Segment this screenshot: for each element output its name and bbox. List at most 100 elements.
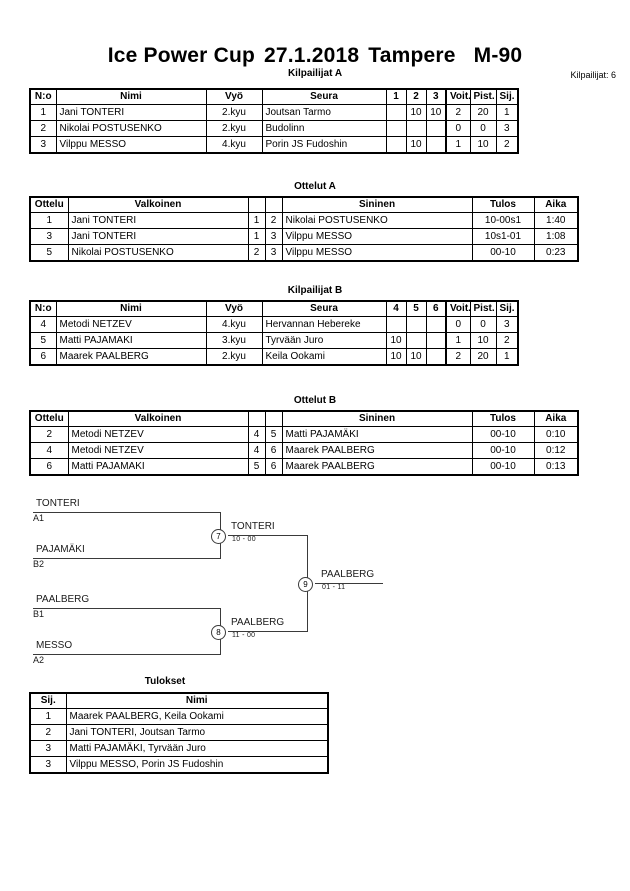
cell-result: 00-10 xyxy=(471,442,535,459)
cell-name: Maarek PAALBERG, Keila Ookami xyxy=(65,708,329,725)
cell-rank: 2 xyxy=(495,332,519,349)
cell-m1 xyxy=(385,120,407,137)
cell-name: Vilppu MESSO xyxy=(55,136,207,154)
bracket-winner-name: TONTERI xyxy=(231,521,275,532)
cell-time: 0:12 xyxy=(533,442,579,459)
cell-match-no: 6 xyxy=(29,458,69,476)
title-place: Tampere xyxy=(368,44,456,67)
cell-white-no: 4 xyxy=(247,442,266,459)
cell-rank: 2 xyxy=(495,136,519,154)
cell-blue: Nikolai POSTUSENKO xyxy=(281,212,473,229)
cell-rank: 1 xyxy=(495,348,519,366)
cell-white: Metodi NETZEV xyxy=(67,442,249,459)
entrant-count: Kilpailijat: 6 xyxy=(570,70,616,80)
col-m2: 5 xyxy=(405,300,427,317)
cell-white-no: 1 xyxy=(247,212,266,229)
cell-m3 xyxy=(425,332,447,349)
cell-blue-no: 6 xyxy=(264,458,283,476)
col-wins: Voit. xyxy=(445,88,471,105)
cell-result: 10s1-01 xyxy=(471,228,535,245)
bracket-entrant-seed: B2 xyxy=(33,559,45,569)
table-row: 4 Metodi NETZEV 4 6 Maarek PAALBERG 00-1… xyxy=(29,442,579,459)
cell-club: Tyrvään Juro xyxy=(261,332,387,349)
pool-a-table: N:o Nimi Vyö Seura 1 2 3 Voit. Pist. Sij… xyxy=(29,88,519,154)
bracket-connector xyxy=(228,535,307,536)
cell-blue-no: 5 xyxy=(264,426,283,443)
col-blue-no xyxy=(264,196,283,213)
matches-b-caption: Ottelut B xyxy=(293,395,337,406)
bracket-entrant-name: TONTERI xyxy=(36,498,80,509)
cell-m3: 10 xyxy=(425,104,447,121)
bracket-entrant-seed: B1 xyxy=(33,609,45,619)
matches-a-caption: Ottelut A xyxy=(294,181,336,192)
cell-result: 10-00s1 xyxy=(471,212,535,229)
col-m1: 4 xyxy=(385,300,407,317)
cell-no: 4 xyxy=(29,316,57,333)
bracket-connector xyxy=(33,558,220,559)
cell-points: 10 xyxy=(469,136,497,154)
cell-wins: 1 xyxy=(445,136,471,154)
cell-m1: 10 xyxy=(385,332,407,349)
cell-match-no: 5 xyxy=(29,244,69,262)
cell-blue-no: 2 xyxy=(264,212,283,229)
cell-points: 20 xyxy=(469,348,497,366)
cell-name: Matti PAJAMÄKI, Tyrvään Juro xyxy=(65,740,329,757)
cell-name: Vilppu MESSO, Porin JS Fudoshin xyxy=(65,756,329,774)
cell-m2 xyxy=(405,316,427,333)
cell-no: 5 xyxy=(29,332,57,349)
matches-a-table: Ottelu Valkoinen Sininen Tulos Aika 1 Ja… xyxy=(29,196,579,262)
pool-b-table: N:o Nimi Vyö Seura 4 5 6 Voit. Pist. Sij… xyxy=(29,300,519,366)
table-row: 3 Vilppu MESSO 4.kyu Porin JS Fudoshin 1… xyxy=(29,136,519,154)
cell-belt: 3.kyu xyxy=(205,332,263,349)
cell-white-no: 4 xyxy=(247,426,266,443)
col-m3: 6 xyxy=(425,300,447,317)
cell-white-no: 5 xyxy=(247,458,266,476)
cell-m2: 10 xyxy=(405,104,427,121)
bracket-connector xyxy=(228,631,307,632)
cell-m1 xyxy=(385,316,407,333)
cell-club: Keila Ookami xyxy=(261,348,387,366)
cell-club: Budolinn xyxy=(261,120,387,137)
bracket-entrant-name: PAALBERG xyxy=(36,594,90,605)
cell-m1 xyxy=(385,104,407,121)
cell-blue-no: 3 xyxy=(264,244,283,262)
cell-rank: 2 xyxy=(29,724,67,741)
cell-points: 0 xyxy=(469,120,497,137)
cell-blue: Matti PAJAMÄKI xyxy=(281,426,473,443)
cell-m3 xyxy=(425,348,447,366)
bracket-entrant-seed: A1 xyxy=(33,513,45,523)
bracket-match-score: 11 - 00 xyxy=(232,632,256,639)
cell-no: 3 xyxy=(29,136,57,154)
table-row: 5 Nikolai POSTUSENKO 2 3 Vilppu MESSO 00… xyxy=(29,244,579,262)
col-result: Tulos xyxy=(471,410,535,427)
title-event: Ice Power Cup xyxy=(107,44,256,67)
cell-belt: 4.kyu xyxy=(205,316,263,333)
cell-white: Nikolai POSTUSENKO xyxy=(67,244,249,262)
bracket-entrant-name: MESSO xyxy=(36,640,73,651)
cell-rank: 1 xyxy=(29,708,67,725)
table-header-row: Ottelu Valkoinen Sininen Tulos Aika xyxy=(29,196,579,213)
bracket-champion-name: PAALBERG xyxy=(321,569,375,580)
cell-white: Matti PAJAMAKI xyxy=(67,458,249,476)
table-row: 6 Matti PAJAMAKI 5 6 Maarek PAALBERG 00-… xyxy=(29,458,579,476)
cell-m2 xyxy=(405,120,427,137)
cell-wins: 1 xyxy=(445,332,471,349)
cell-result: 00-10 xyxy=(471,458,535,476)
col-name: Nimi xyxy=(55,300,207,317)
col-name: Nimi xyxy=(55,88,207,105)
cell-points: 20 xyxy=(469,104,497,121)
cell-blue: Maarek PAALBERG xyxy=(281,442,473,459)
table-row: 4 Metodi NETZEV 4.kyu Hervannan Hebereke… xyxy=(29,316,519,333)
col-white: Valkoinen xyxy=(67,410,249,427)
cell-wins: 0 xyxy=(445,316,471,333)
cell-blue-no: 3 xyxy=(264,228,283,245)
cell-belt: 2.kyu xyxy=(205,120,263,137)
col-name: Nimi xyxy=(65,692,329,709)
cell-name: Maarek PAALBERG xyxy=(55,348,207,366)
cell-white: Jani TONTERI xyxy=(67,228,249,245)
cell-no: 6 xyxy=(29,348,57,366)
col-white-no xyxy=(247,410,266,427)
cell-m3 xyxy=(425,120,447,137)
col-blue-no xyxy=(264,410,283,427)
